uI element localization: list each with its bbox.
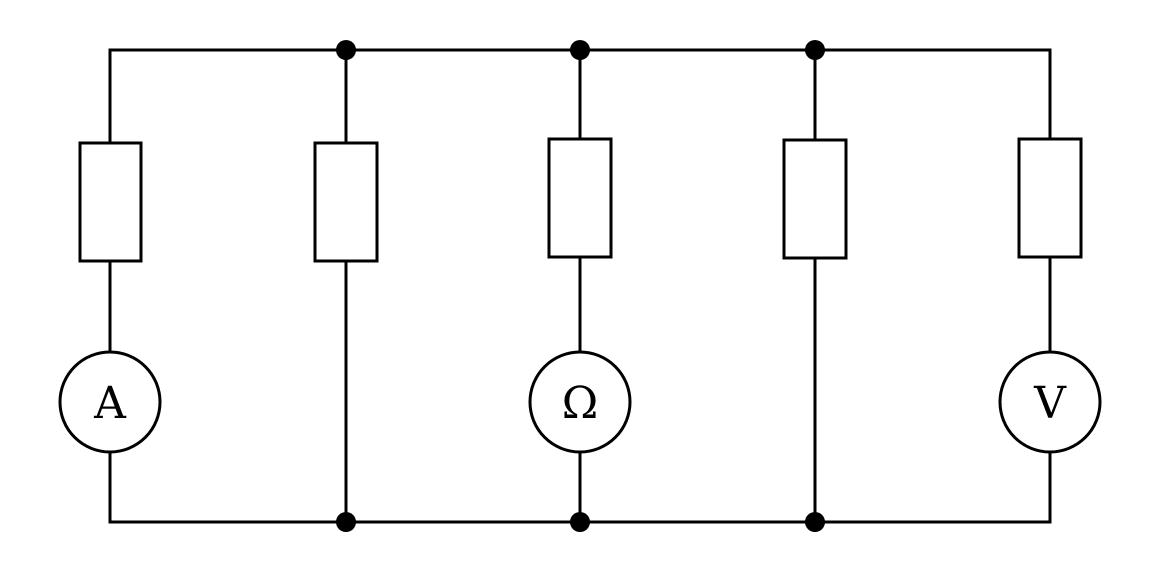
branch-resistor-4: [782, 48, 848, 524]
voltmeter-label: V: [1033, 378, 1067, 429]
junction-top-1: [336, 40, 356, 60]
junction-bottom-2: [570, 512, 590, 532]
resistor-3: [547, 137, 613, 259]
junction-top-3: [805, 40, 825, 60]
resistor-1: [78, 141, 143, 263]
junction-bottom-1: [336, 512, 356, 532]
ammeter-label: A: [93, 378, 127, 429]
branch-ammeter: A: [58, 48, 162, 524]
ohmmeter-label: Ω: [562, 378, 598, 429]
junction-top-2: [570, 40, 590, 60]
junction-bottom-3: [805, 512, 825, 532]
resistor-2: [313, 141, 379, 263]
branch-ohmmeter: Ω: [528, 48, 632, 524]
resistor-4: [782, 138, 848, 260]
resistor-5: [1017, 137, 1083, 259]
branch-voltmeter: V: [998, 48, 1102, 524]
branch-resistor-2: [313, 48, 379, 524]
